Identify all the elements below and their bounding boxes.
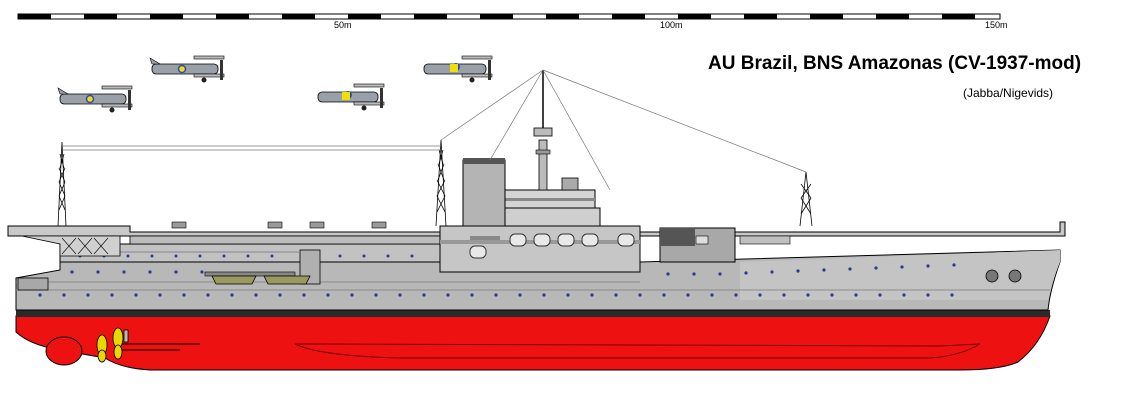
biplane-2 — [57, 85, 133, 113]
biplane-4 — [317, 83, 385, 111]
scale-label-150m: 150m — [985, 20, 1008, 30]
lifeboats — [204, 271, 311, 285]
forward-structure — [659, 227, 791, 263]
author-credit: (Jabba/Nigevids) — [963, 86, 1054, 100]
portholes-middle — [70, 263, 956, 276]
boot-topping — [16, 310, 1050, 317]
drawing-title: AU Brazil, BNS Amazonas (CV-1937-mod) — [708, 53, 1082, 74]
lattice-mast-mid — [435, 139, 447, 227]
aerial-wires — [62, 69, 807, 191]
lattice-mast-fwd — [799, 171, 813, 227]
scale-label-50m: 50m — [334, 20, 352, 30]
rudder — [45, 336, 83, 366]
lattice-mast-aft — [57, 141, 67, 227]
tripod-mast — [538, 139, 548, 191]
island-superstructure — [439, 70, 641, 273]
biplane-1 — [149, 55, 225, 83]
propellers — [96, 327, 129, 363]
portholes-lower — [38, 293, 954, 297]
biplane-3 — [423, 55, 493, 83]
funnel — [462, 159, 506, 227]
anchor-port — [985, 269, 999, 283]
hull-underwater — [15, 315, 1051, 371]
scale-bar — [17, 13, 1001, 20]
scale-label-100m: 100m — [660, 20, 683, 30]
